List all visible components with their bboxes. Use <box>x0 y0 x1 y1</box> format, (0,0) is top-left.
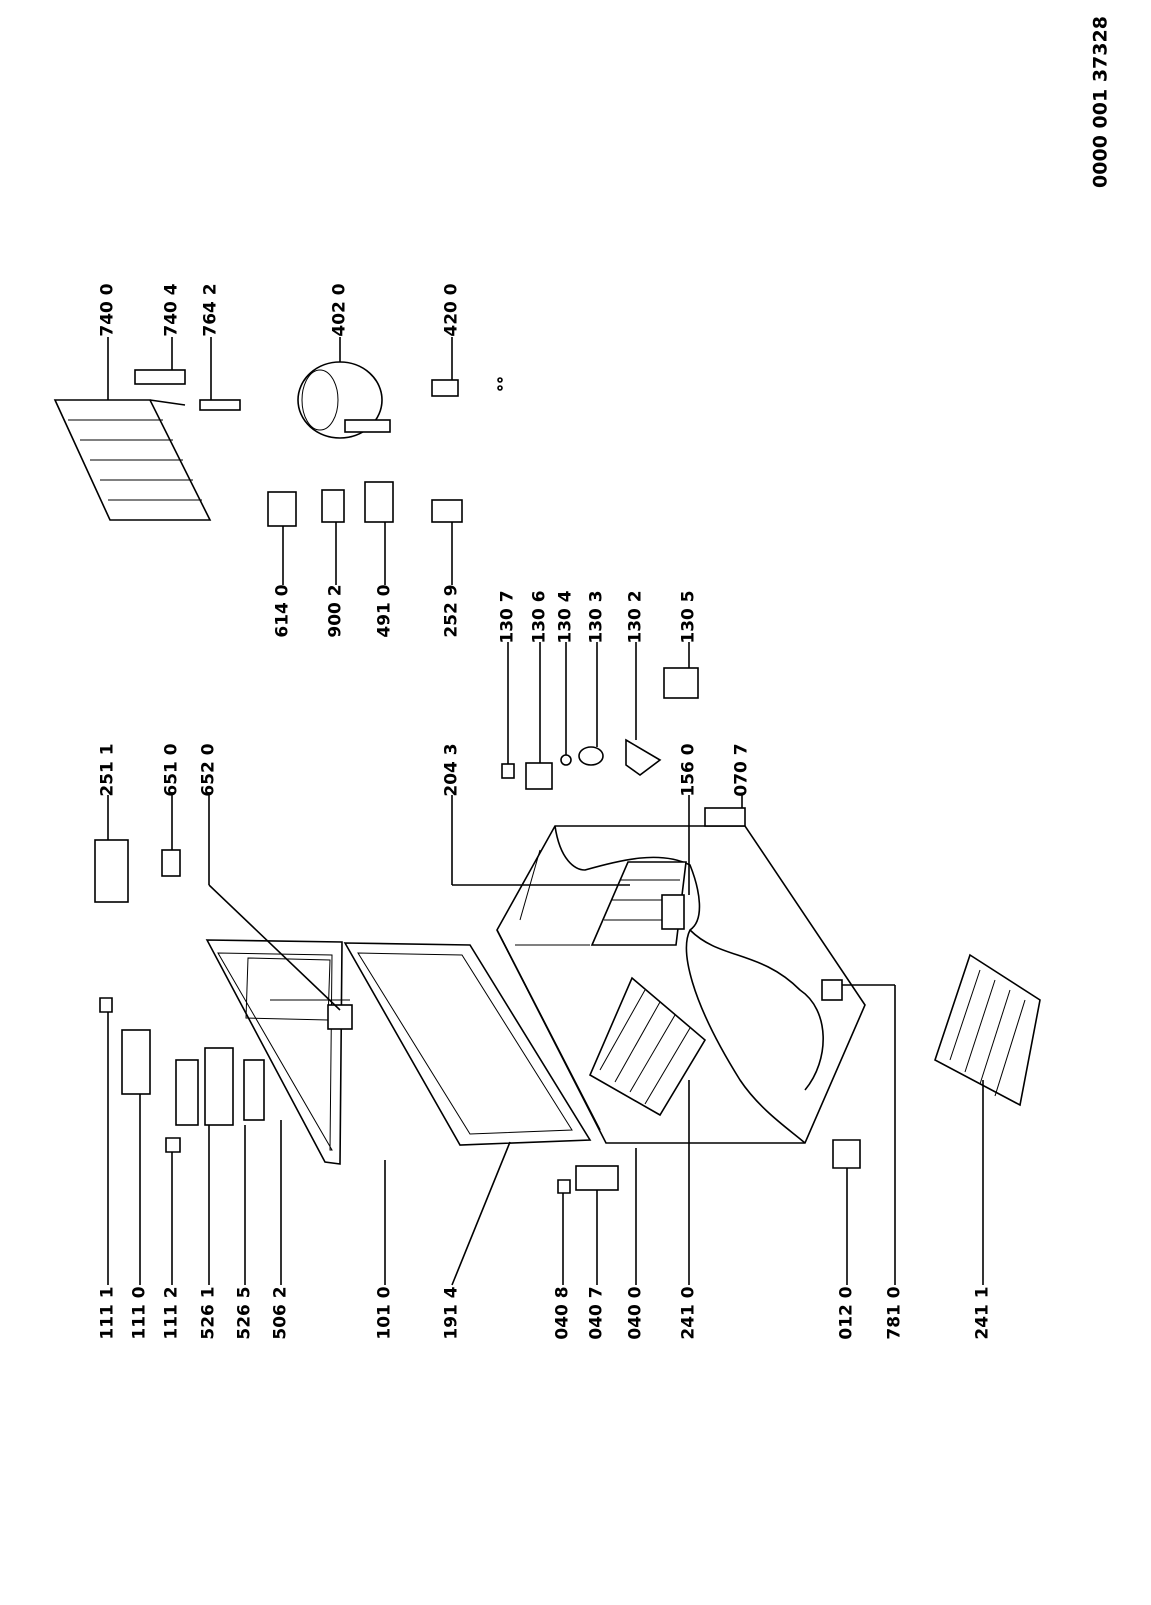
lid-inner-panel <box>343 942 592 1146</box>
part-label-111-2: 111 2 <box>161 1286 182 1340</box>
inner-basket <box>588 976 707 1117</box>
part-label-130-6: 130 6 <box>529 590 550 644</box>
part-label-204-3: 204 3 <box>441 743 462 797</box>
part-label-191-4: 191 4 <box>441 1286 462 1340</box>
part-label-040-8: 040 8 <box>552 1286 573 1340</box>
separate-basket <box>934 953 1041 1107</box>
document-id: 0000 001 37328 <box>1089 16 1112 188</box>
part-label-652-0: 652 0 <box>198 743 219 797</box>
part-label-740-0: 740 0 <box>97 283 118 337</box>
part-label-012-0: 012 0 <box>836 1286 857 1340</box>
compressor <box>297 361 391 439</box>
part-label-156-0: 156 0 <box>678 743 699 797</box>
part-label-491-0: 491 0 <box>374 584 395 638</box>
part-label-040-0: 040 0 <box>625 1286 646 1340</box>
part-label-526-1: 526 1 <box>198 1286 219 1340</box>
part-label-111-1: 111 1 <box>97 1286 118 1340</box>
divider-tray <box>590 861 687 946</box>
part-label-130-4: 130 4 <box>555 590 576 644</box>
part-label-651-0: 651 0 <box>161 743 182 797</box>
part-label-526-5: 526 5 <box>234 1286 255 1340</box>
part-label-130-3: 130 3 <box>586 590 607 644</box>
part-label-040-7: 040 7 <box>586 1286 607 1340</box>
part-label-070-7: 070 7 <box>731 743 752 797</box>
part-label-900-2: 900 2 <box>325 584 346 638</box>
part-label-241-0: 241 0 <box>678 1286 699 1340</box>
part-label-764-2: 764 2 <box>200 283 221 337</box>
part-label-402-0: 402 0 <box>329 283 350 337</box>
part-label-101-0: 101 0 <box>374 1286 395 1340</box>
part-label-241-1: 241 1 <box>972 1286 993 1340</box>
part-label-781-0: 781 0 <box>884 1286 905 1340</box>
part-label-506-2: 506 2 <box>270 1286 291 1340</box>
part-label-420-0: 420 0 <box>441 283 462 337</box>
part-label-251-1: 251 1 <box>97 743 118 797</box>
part-label-614-0: 614 0 <box>272 584 293 638</box>
part-label-130-2: 130 2 <box>625 590 646 644</box>
part-label-111-0: 111 0 <box>129 1286 150 1340</box>
part-label-252-9: 252 9 <box>441 584 462 638</box>
leader-lines <box>107 337 984 1286</box>
part-label-130-7: 130 7 <box>497 590 518 644</box>
part-label-130-5: 130 5 <box>678 590 699 644</box>
lid-frame <box>205 939 350 1165</box>
condenser-coil <box>53 399 212 521</box>
part-label-740-4: 740 4 <box>161 283 182 337</box>
